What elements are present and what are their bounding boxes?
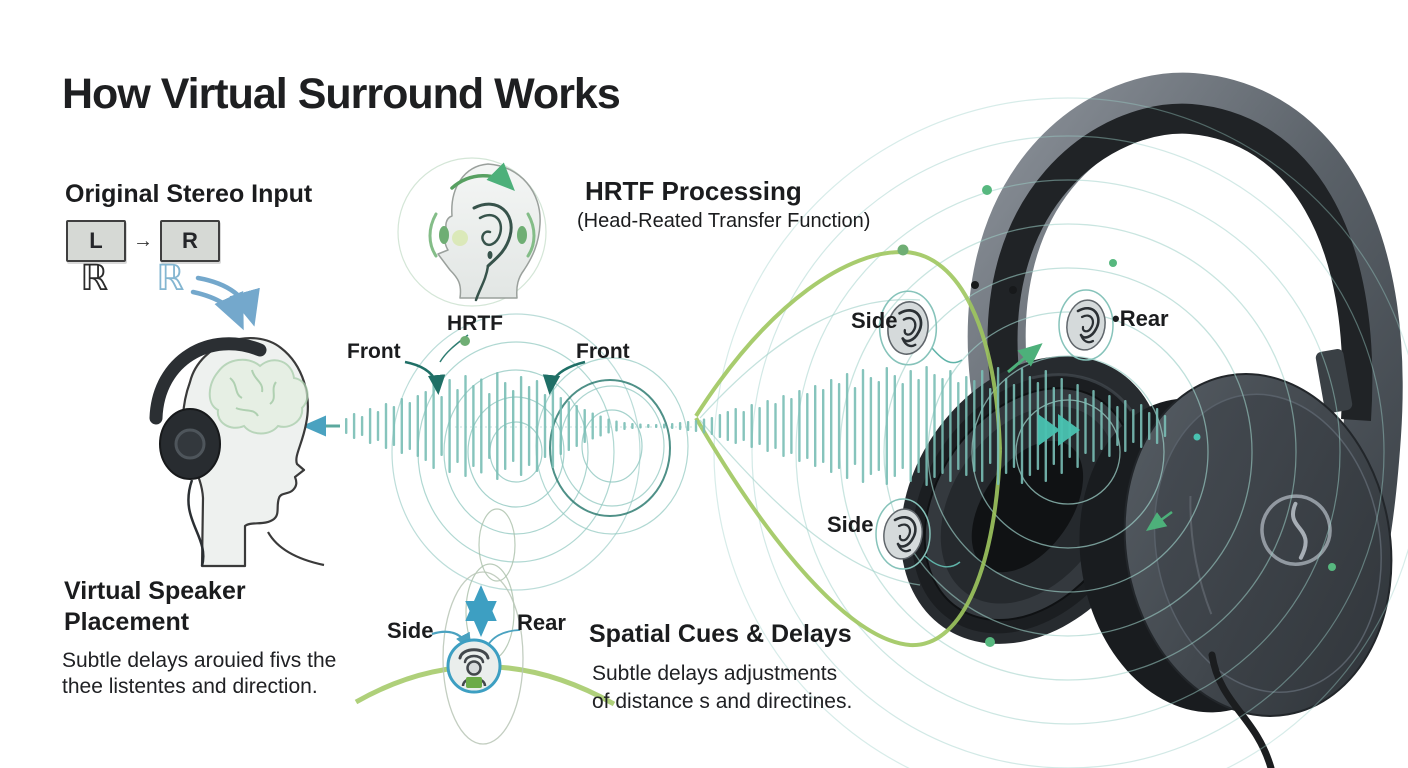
virtual-speaker-heading: Virtual Speaker Placement [64, 576, 246, 638]
annotation-arrows [190, 275, 1173, 651]
stereo-channels: L → R [66, 220, 220, 262]
side-label-bottom: Side [387, 618, 434, 643]
stereo-glyph-icon: ℝ [80, 258, 109, 299]
virtual-speaker-body-line1: Subtle delays arouied fivs the [62, 649, 337, 672]
hrtf-subheading: (Head-Reated Transfer Function) [577, 210, 871, 232]
front-label-right: Front [576, 340, 630, 363]
stereo-glyph-blue-icon: ℝ [156, 258, 185, 299]
virtual-speaker-heading-line1: Virtual Speaker [64, 577, 246, 605]
hrtf-head-icon [428, 162, 541, 302]
channel-arrow-icon: → [133, 229, 153, 252]
virtual-speaker-heading-line2: Placement [64, 608, 190, 636]
waveform [345, 366, 1167, 486]
ear-icon-side-mid [874, 497, 932, 571]
side-label-mid: Side [827, 512, 874, 537]
spatial-cues-body: Subtle delays adjustments of distance s … [592, 660, 852, 716]
green-dots [897, 185, 1336, 647]
listener-back-icon [446, 638, 502, 694]
virtual-speaker-body-line2: thee listentes and direction. [62, 675, 318, 698]
headphones-photo [900, 72, 1403, 768]
left-channel-box: L [66, 220, 126, 262]
right-channel-box: R [160, 220, 220, 262]
rear-bullet-icon: • [1112, 306, 1120, 331]
spatial-cues-body-line1: Subtle delays adjustments [592, 662, 838, 685]
virtual-speaker-body: Subtle delays arouied fivs the thee list… [62, 648, 336, 700]
rear-label-text: Rear [1119, 306, 1169, 331]
page-title: How Virtual Surround Works [62, 70, 621, 118]
fast-forward-icon [1038, 414, 1080, 446]
ear-icon-rear-top [1057, 288, 1115, 362]
side-label-top: Side [851, 308, 898, 333]
stereo-input-heading: Original Stereo Input [65, 180, 313, 208]
front-label-left: Front [347, 340, 401, 363]
rear-label-bottom: Rear [517, 610, 566, 635]
hrtf-rings [391, 157, 705, 745]
rear-label-top: •Rear [1112, 306, 1169, 332]
hrtf-heading: HRTF Processing [585, 176, 802, 206]
spatial-cues-heading: Spatial Cues & Delays [589, 620, 852, 648]
spatial-cues-body-line2: of distance s and directines. [592, 690, 853, 713]
hrtf-label: HRTF [447, 312, 503, 335]
ripple-circles [713, 97, 1408, 768]
listener-head-illustration [149, 337, 325, 568]
